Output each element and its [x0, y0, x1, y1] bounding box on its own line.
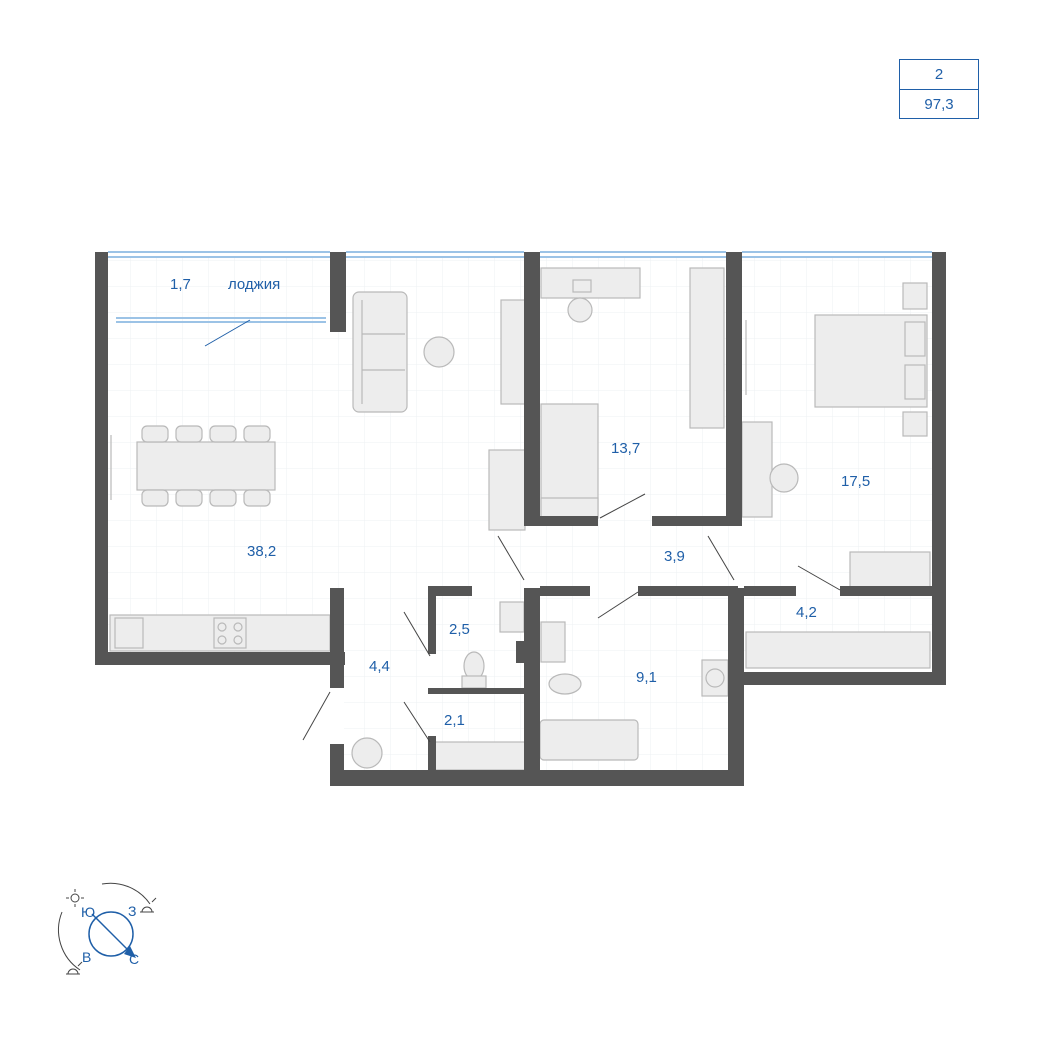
- compass-west: З: [128, 903, 136, 919]
- total-area: 97,3: [900, 89, 978, 119]
- compass-south: Ю: [81, 904, 95, 920]
- hall-area-label: 4,4: [369, 658, 390, 675]
- dining-table: [136, 441, 276, 491]
- compass: Ю З В С: [58, 882, 157, 975]
- bathroom-area-label: 9,1: [636, 669, 657, 686]
- bathtub: [539, 719, 639, 761]
- furniture: [109, 267, 931, 771]
- living-area-label: 38,2: [247, 543, 276, 560]
- corridor-area-label: 3,9: [664, 548, 685, 565]
- top-windows: [108, 251, 932, 323]
- hall-pouf: [351, 737, 383, 769]
- bedroom-2-area-label: 17,5: [841, 473, 870, 490]
- sun-icon: [66, 889, 84, 907]
- bath-sink: [540, 621, 566, 663]
- wardrobe-area-label: 4,2: [796, 604, 817, 621]
- room-count: 2: [934, 66, 944, 83]
- wc-sink: [499, 601, 525, 633]
- room-labels: 1,7 лоджия 38,2 13,7 17,5 3,9 4,2 2,5 4,…: [170, 276, 870, 729]
- desk-2: [741, 421, 773, 518]
- loggia-name-label: лоджия: [228, 276, 280, 293]
- walls: [95, 252, 946, 786]
- storage-area-label: 2,1: [444, 712, 465, 729]
- compass-east: В: [82, 949, 91, 965]
- loggia-area-label: 1,7: [170, 276, 191, 293]
- apartment-info-box: 2 97,3: [899, 59, 979, 119]
- compass-north: С: [129, 951, 139, 967]
- wardrobe-1: [689, 267, 725, 429]
- wc-area-label: 2,5: [449, 621, 470, 638]
- shoe-rack: [433, 741, 531, 771]
- sofa: [352, 291, 408, 413]
- sunrise-icon: [66, 961, 83, 975]
- sunset-icon: [140, 897, 157, 913]
- bedroom-1-area-label: 13,7: [611, 440, 640, 457]
- coffee-table: [423, 336, 455, 368]
- door-swings: [204, 319, 841, 743]
